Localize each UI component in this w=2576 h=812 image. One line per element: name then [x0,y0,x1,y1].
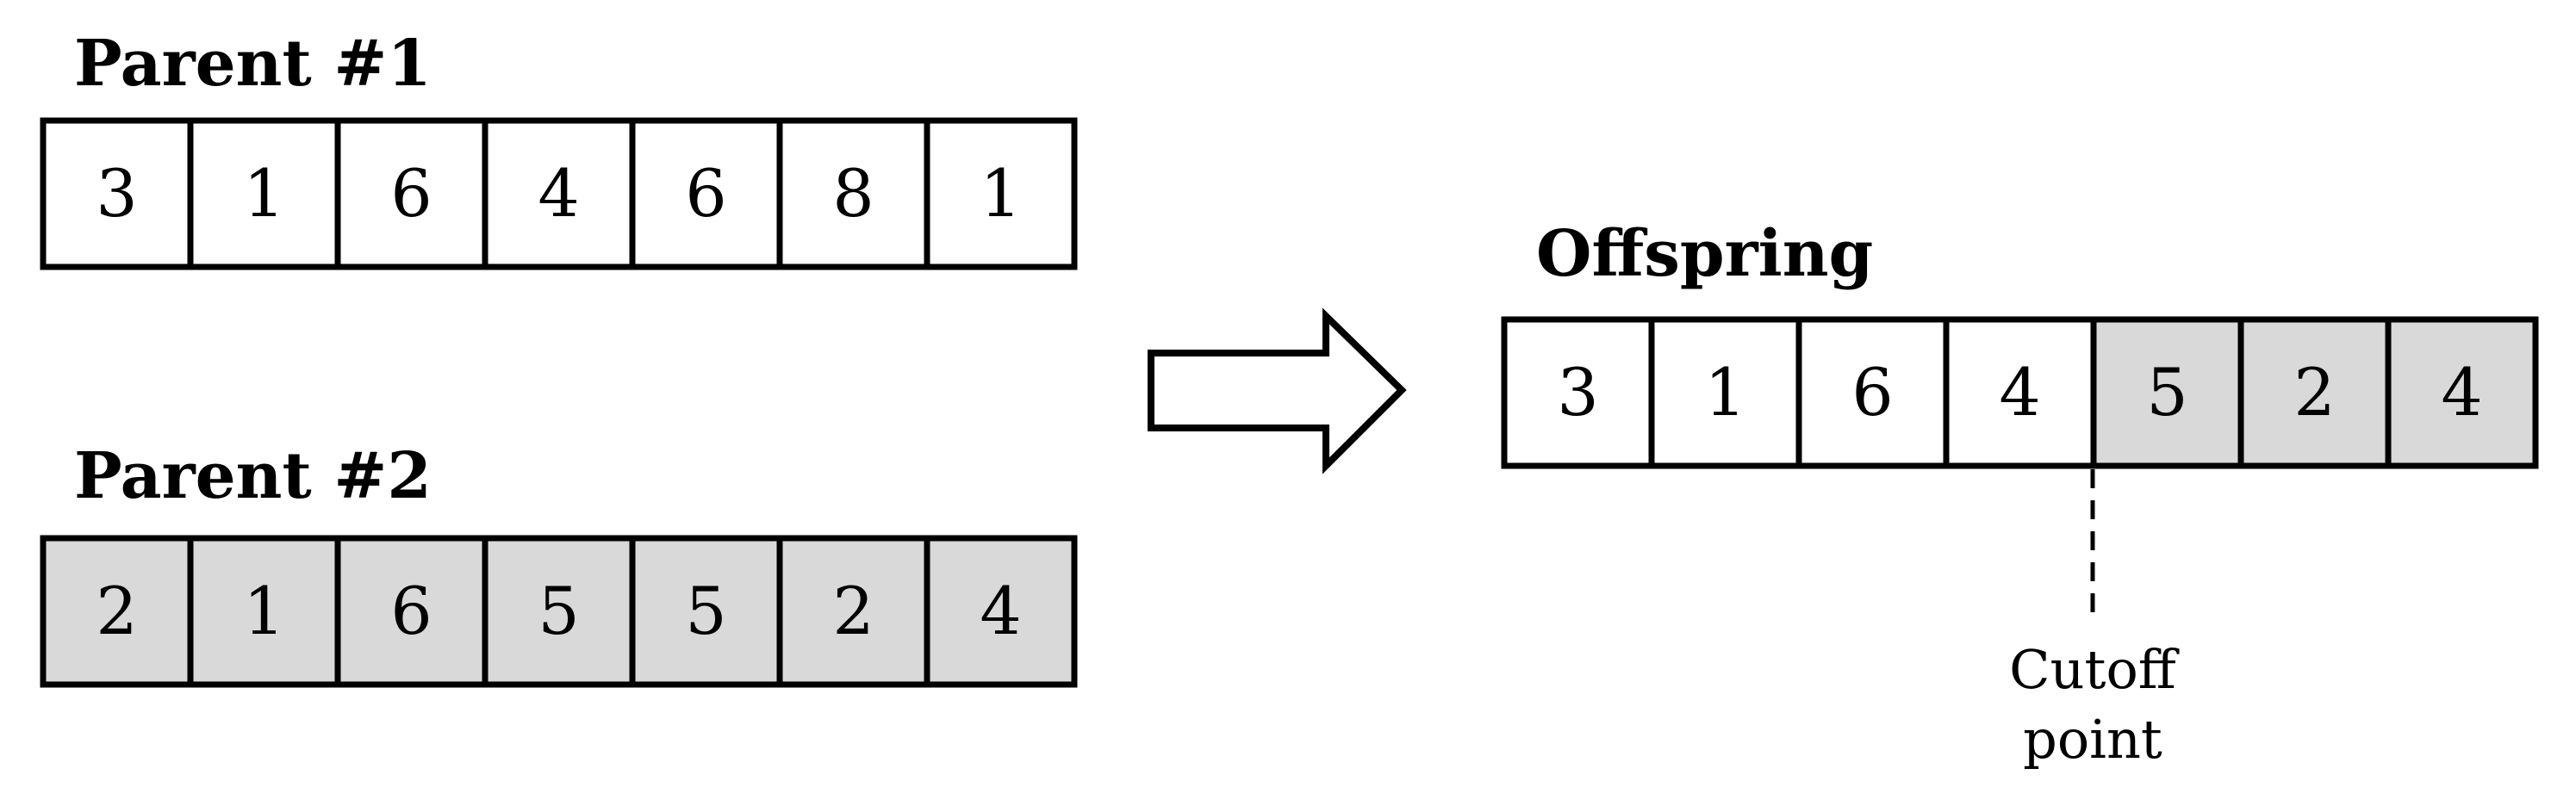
parent2-gene-value: 4 [980,573,1021,649]
parent1-gene-cell: 1 [924,117,1078,270]
parent2-gene-value: 2 [832,573,874,649]
parent2-gene-box [776,535,930,688]
parent1-gene-value: 8 [832,155,874,232]
offspring-gene-cell: 6 [1795,316,1950,469]
offspring-gene-cell: 5 [2090,316,2244,469]
parent2-gene-cell: 4 [924,535,1078,688]
parent2-gene-value: 6 [390,573,432,649]
parent2-gene-cell: 2 [40,535,194,688]
cutoff-label-line2: point [2023,708,2162,771]
offspring-gene-box [2090,316,2244,469]
parent2-gene-value: 5 [538,573,579,649]
parent2-gene-cell: 5 [629,535,783,688]
parent1-gene-cell: 4 [482,117,636,270]
offspring-gene-value: 4 [1999,354,2040,431]
offspring-gene-cell: 1 [1648,316,1802,469]
parent2-gene-cell: 6 [334,535,488,688]
offspring-gene-box [1648,316,1802,469]
offspring-gene-cell: 4 [1943,316,2097,469]
parent1-gene-cell: 6 [334,117,488,270]
offspring-label: Offspring [1536,217,1873,291]
offspring-gene-value: 4 [2441,354,2482,431]
parent2-gene-box [187,535,341,688]
parent2-group: Parent #2 2 1 6 5 5 2 4 [40,439,1078,688]
offspring-chromosome: 3 1 6 4 5 2 4 [1501,316,2539,469]
parent1-gene-cell: 6 [629,117,783,270]
right-arrow-icon [1148,307,1407,474]
parent2-gene-value: 1 [243,573,284,649]
parent1-gene-value: 1 [980,155,1021,232]
cutoff-label-line1: Cutoff [2009,638,2180,701]
parent1-gene-cell: 3 [40,117,194,270]
parent2-gene-value: 2 [96,573,137,649]
offspring-gene-value: 2 [2293,354,2335,431]
parent1-gene-value: 6 [390,155,432,232]
parent1-chromosome: 3 1 6 4 6 8 1 [40,117,1078,270]
parent1-gene-box [334,117,488,270]
offspring-gene-value: 6 [1851,354,1893,431]
offspring-gene-cell: 2 [2237,316,2392,469]
parent1-gene-value: 4 [538,155,579,232]
parent2-gene-cell: 5 [482,535,636,688]
offspring-gene-value: 5 [2146,354,2187,431]
cutoff-indicator: Cutoff point [2009,469,2180,771]
parent2-gene-value: 5 [685,573,726,649]
parent1-label: Parent #1 [74,27,432,101]
offspring-gene-value: 1 [1704,354,1745,431]
offspring-gene-cell: 3 [1501,316,1655,469]
parent1-gene-box [40,117,194,270]
parent1-group: Parent #1 3 1 6 4 6 8 1 [40,27,1078,270]
offspring-gene-value: 3 [1557,354,1598,431]
parent1-gene-box [924,117,1078,270]
parent1-gene-cell: 1 [187,117,341,270]
parent2-gene-cell: 1 [187,535,341,688]
parent1-gene-value: 3 [96,155,137,232]
parent2-gene-box [629,535,783,688]
parent2-gene-box [40,535,194,688]
parent1-gene-box [776,117,930,270]
parent1-gene-value: 1 [243,155,284,232]
offspring-gene-box [2237,316,2392,469]
parent2-chromosome: 2 1 6 5 5 2 4 [40,535,1078,688]
offspring-gene-cell: 4 [2385,316,2539,469]
parent2-gene-box [924,535,1078,688]
parent2-gene-box [334,535,488,688]
parent1-gene-box [187,117,341,270]
parent1-gene-value: 6 [685,155,726,232]
offspring-gene-box [1795,316,1950,469]
offspring-gene-box [2385,316,2539,469]
parent1-gene-box [629,117,783,270]
parent1-gene-cell: 8 [776,117,930,270]
offspring-group: Offspring 3 1 6 4 5 2 4 [1501,217,2539,469]
parent2-gene-cell: 2 [776,535,930,688]
parent2-label: Parent #2 [74,439,432,513]
